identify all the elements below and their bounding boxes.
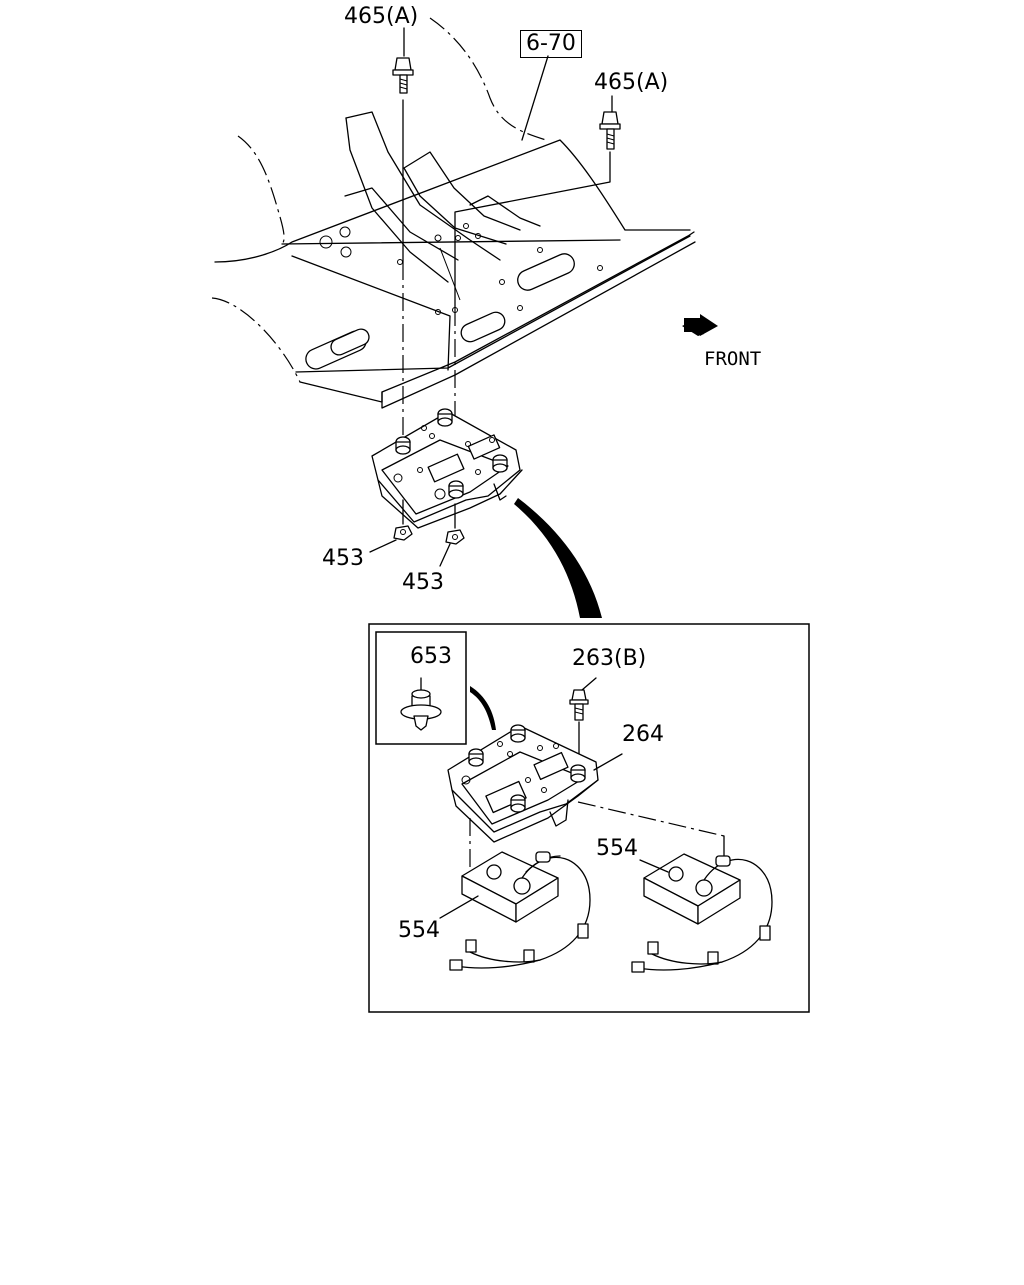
bolt-465a-left-icon [392, 57, 414, 94]
bolt-263b-icon [569, 677, 597, 763]
floor-panel [211, 17, 696, 409]
bolt-465a-right-icon [599, 111, 621, 150]
sensor-554-left [449, 851, 591, 971]
label-554-right: 554 [596, 836, 638, 861]
nut-453-right-icon [445, 529, 465, 545]
label-465a-left: 465(A) [344, 4, 419, 29]
detail-frame [368, 623, 810, 1013]
label-ref-6-70: 6-70 [520, 30, 582, 58]
label-653: 653 [410, 644, 452, 669]
clip-detail-frame [375, 631, 467, 745]
sensor-554-right [631, 853, 773, 973]
front-arrow-icon [682, 314, 718, 336]
detail-pointer-icon [514, 498, 602, 618]
clip-653-icon [400, 677, 442, 731]
label-453-right: 453 [402, 570, 444, 595]
support-bracket-upper [371, 408, 523, 529]
label-554-left: 554 [398, 918, 440, 943]
nut-453-left-icon [393, 525, 413, 541]
label-453-left: 453 [322, 546, 364, 571]
label-263b: 263(B) [572, 646, 647, 671]
bracket-264 [447, 724, 623, 843]
label-264: 264 [622, 722, 664, 747]
label-front: FRONT [704, 348, 762, 370]
label-465a-right: 465(A) [594, 70, 669, 95]
